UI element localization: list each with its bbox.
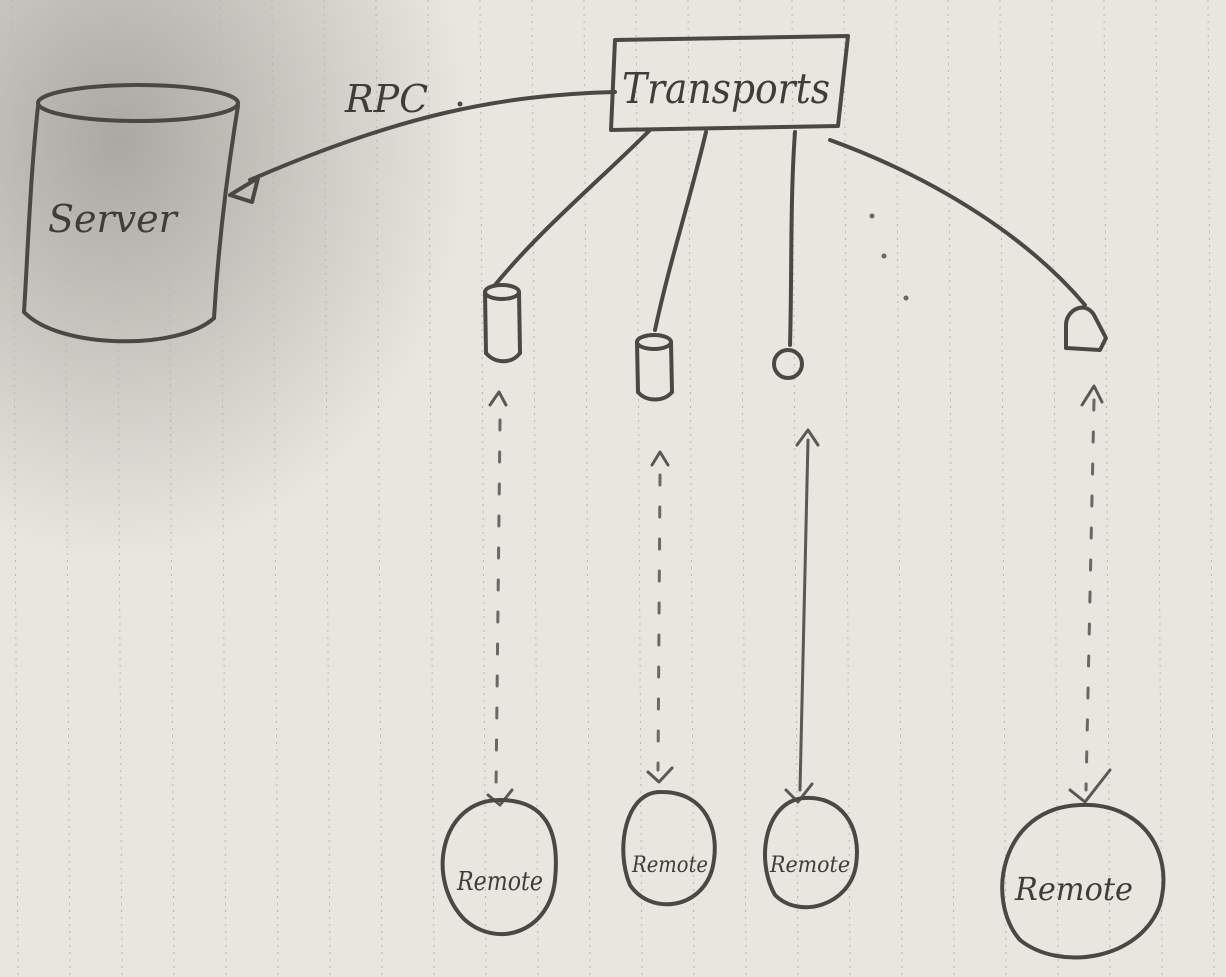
notebook-rule: [843, 0, 851, 977]
dashed-arrow-1-up: [488, 390, 508, 407]
server-label: Server: [48, 197, 180, 241]
transports-box: [609, 34, 850, 132]
server-node: Server: [22, 83, 240, 344]
notebook-rule: [1207, 0, 1215, 977]
notebook-rules: [11, 0, 1215, 977]
solid-arrow-3-down: [784, 782, 814, 804]
endpoint-3: [772, 348, 804, 380]
transport-link-3: [788, 130, 797, 347]
notebook-rule: [219, 0, 227, 977]
notebook-rule: [895, 0, 903, 977]
rpc-label: RPC: [344, 77, 428, 121]
transport-link-4: [828, 138, 1087, 307]
endpoint-1: [483, 283, 522, 364]
notebook-rule: [739, 0, 747, 977]
dashed-arrow-1-down: [486, 788, 514, 807]
endpoint-4-shape: [1064, 305, 1108, 352]
endpoint-1-bottom: [484, 351, 522, 364]
notebook-rule: [1155, 0, 1163, 977]
remote-2-circle: [621, 789, 717, 907]
server-top: [36, 83, 240, 123]
paper-shadow: [0, 0, 470, 560]
endpoint-4: [1064, 305, 1108, 352]
notebook-rule: [531, 0, 539, 977]
notebook-rule: [427, 0, 435, 977]
remote-1-label: Remote: [456, 867, 543, 897]
server-bottom: [22, 310, 216, 344]
notebook-rule: [167, 0, 175, 977]
notebook-rule: [375, 0, 383, 977]
endpoint-1-top: [483, 283, 521, 301]
notebook-rule: [999, 0, 1007, 977]
dashed-arrow-4-up: [1080, 384, 1104, 407]
transports-node: Transports: [609, 34, 850, 132]
remote-4-circle: [1000, 802, 1166, 960]
remote-2-label: Remote: [631, 853, 708, 878]
dashed-arrows: [486, 384, 1112, 807]
remote-3: Remote: [763, 795, 859, 910]
dashed-arrow-1: [494, 418, 502, 792]
rpc-dot: [457, 101, 463, 107]
server-left-side: [22, 104, 40, 314]
ellipsis-dot-2: [881, 253, 887, 259]
endpoint-2-bottom: [636, 390, 674, 402]
solid-arrow-3: [798, 438, 810, 792]
remote-4-label: Remote: [1014, 870, 1133, 908]
dashed-arrow-2-down: [646, 766, 674, 784]
rpc-arrowhead: [228, 176, 260, 204]
rpc-arrow-line: [248, 90, 617, 182]
notebook-rule: [1051, 0, 1059, 977]
notebook-rule: [635, 0, 643, 977]
solid-arrow-3-up: [795, 428, 820, 447]
ellipsis-dot-3: [903, 295, 909, 301]
dashed-arrow-4-down: [1068, 768, 1112, 804]
notebook-rule: [11, 0, 19, 977]
notebook-rule: [1103, 0, 1111, 977]
notebook-rule: [271, 0, 279, 977]
remote-3-label: Remote: [769, 853, 850, 878]
notebook-rule: [323, 0, 331, 977]
notebook-rule: [583, 0, 591, 977]
notebook-rule: [115, 0, 123, 977]
notebook-rule: [479, 0, 487, 977]
notebook-rule: [63, 0, 71, 977]
transport-link-2: [653, 130, 708, 332]
endpoint-2: [635, 333, 674, 402]
remote-4: Remote: [1000, 802, 1166, 960]
remote-2: Remote: [621, 789, 717, 907]
dashed-arrow-4: [1084, 398, 1096, 792]
transports-label: Transports: [622, 64, 830, 113]
dashed-arrow-2-up: [650, 450, 670, 467]
rpc-connection: RPC: [228, 77, 617, 204]
server-right-side: [212, 104, 240, 320]
notebook-rule: [687, 0, 695, 977]
endpoint-3-circle: [772, 348, 804, 380]
notebook-rule: [947, 0, 955, 977]
endpoint-2-top: [635, 333, 673, 351]
remote-3-circle: [763, 795, 859, 910]
dashed-arrow-2: [656, 473, 662, 772]
remote-1-circle: [440, 798, 558, 937]
remote-1: Remote: [440, 798, 558, 937]
endpoint-2-sides: [635, 340, 674, 394]
transport-link-1: [493, 128, 652, 287]
ellipsis-dot-1: [869, 213, 875, 219]
endpoint-1-sides: [483, 290, 522, 355]
transport-links: [493, 128, 1087, 347]
